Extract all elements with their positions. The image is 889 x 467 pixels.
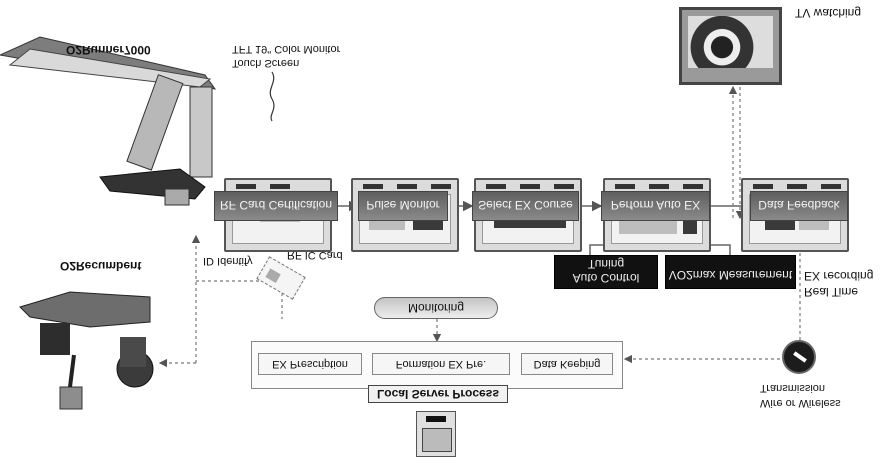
system-diagram: RF Card Certification Pulse Monitor Sele…	[0, 6, 873, 457]
mirrored-diagram: RF Card Certification Pulse Monitor Sele…	[0, 6, 873, 457]
recumbent-illustration	[19, 291, 154, 410]
note-pointer	[269, 71, 275, 122]
treadmill-illustration	[0, 36, 217, 206]
